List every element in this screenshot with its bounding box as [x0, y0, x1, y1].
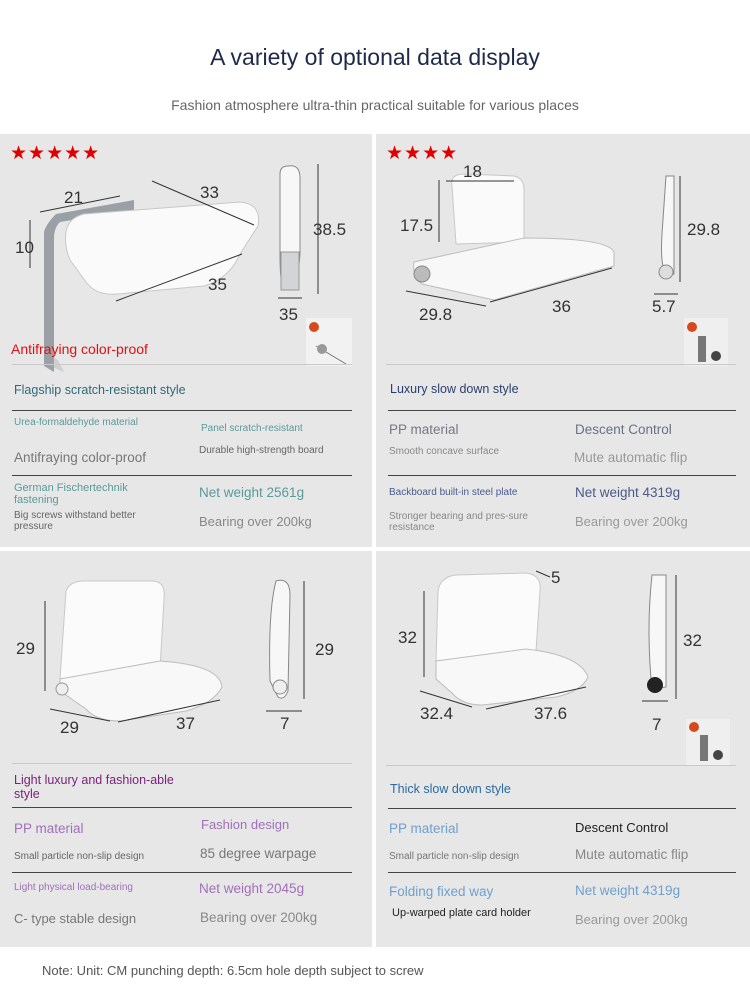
spec-cell: Panel scratch-resistant	[201, 423, 303, 434]
spec-cell: Bearing over 200kg	[199, 514, 312, 529]
spec-cell: PP material	[14, 821, 84, 836]
svg-text:7: 7	[280, 714, 289, 733]
spec-cell: Bearing over 200kg	[575, 514, 688, 529]
svg-text:36: 36	[552, 297, 571, 316]
spec-cell: Mute automatic flip	[575, 847, 689, 862]
screw-tool-icon	[306, 318, 352, 366]
spec-cell: Smooth concave surface	[389, 446, 500, 457]
spec-cell: German Fischertechnik fastening	[14, 482, 128, 506]
svg-text:37: 37	[176, 714, 195, 733]
spec-cell: Net weight 2045g	[199, 881, 305, 896]
product-panel-flagship: ★★★★★ 21 33 10 35 38.5 35 Antifraying co…	[0, 134, 372, 547]
spec-cell: Backboard built-in steel plate	[389, 487, 518, 498]
page-title: A variety of optional data display	[210, 44, 540, 70]
svg-text:5: 5	[551, 568, 560, 587]
spec-cell: Up-warped plate card holder	[392, 907, 531, 919]
spec-cell: Descent Control	[575, 422, 672, 437]
seat-illustration: 29 29 37 29 7	[16, 579, 334, 737]
spec-cell: 85 degree warpage	[200, 846, 317, 861]
product-panel-luxury: ★★★★ 18 17.5 29.8 36 29.8 5.7 Luxury slo…	[376, 134, 750, 547]
spec-cell: Folding fixed way	[389, 884, 494, 899]
spec-cell: Bearing over 200kg	[575, 912, 688, 927]
svg-text:29.8: 29.8	[687, 220, 720, 239]
spec-cell: Net weight 4319g	[575, 485, 681, 500]
footer-note: Note: Unit: CM punching depth: 6.5cm hol…	[42, 963, 424, 978]
svg-text:32: 32	[398, 628, 417, 647]
svg-text:35: 35	[279, 305, 298, 324]
screw-tool-icon	[684, 318, 728, 366]
svg-text:29: 29	[60, 718, 79, 737]
svg-text:37.6: 37.6	[534, 704, 567, 723]
spec-cell: Net weight 2561g	[199, 485, 305, 500]
red-feature-label: Antifraying color-proof	[11, 341, 148, 357]
svg-text:17.5: 17.5	[400, 216, 433, 235]
svg-text:29: 29	[16, 639, 35, 658]
spec-cell: Small particle non-slip design	[14, 851, 145, 862]
spec-cell: Urea-formaldehyde material	[14, 417, 138, 428]
svg-text:32.4: 32.4	[420, 704, 453, 723]
style-title: Light luxury and fashion-able style	[14, 773, 174, 801]
svg-text:38.5: 38.5	[313, 220, 346, 239]
spec-cell: Descent Control	[575, 820, 669, 835]
spec-cell: Light physical load-bearing	[14, 882, 133, 893]
style-title: Luxury slow down style	[390, 382, 519, 396]
product-panel-light-luxury: 29 29 37 29 7 Light luxury and fashion-a…	[0, 551, 372, 947]
dim-label: 21	[64, 188, 83, 207]
spec-cell: PP material	[389, 422, 459, 437]
spec-cell: Small particle non-slip design	[389, 851, 520, 862]
spec-cell: Big screws withstand better pressure	[14, 510, 136, 532]
spec-cell: Net weight 4319g	[575, 883, 681, 898]
spec-cell: PP material	[389, 821, 459, 836]
svg-text:32: 32	[683, 631, 702, 650]
spec-cell: Stronger bearing and pres-sure resistanc…	[389, 511, 528, 533]
rating-stars: ★★★★	[386, 143, 459, 164]
style-title: Flagship scratch-resistant style	[14, 383, 186, 397]
spec-cell: Durable high-strength board	[199, 445, 324, 456]
page-subtitle: Fashion atmosphere ultra-thin practical …	[171, 97, 579, 113]
product-panel-thick: 5 32 32.4 37.6 32 7 Thick slow down styl…	[376, 551, 750, 947]
spec-cell: C- type stable design	[14, 911, 137, 926]
rating-stars: ★★★★★	[10, 143, 101, 164]
seat-illustration: 18 17.5 29.8 36 29.8 5.7	[400, 162, 720, 324]
screw-tool-icon	[686, 719, 730, 765]
spec-cell: Fashion design	[201, 817, 290, 832]
svg-text:10: 10	[15, 238, 34, 257]
svg-text:29.8: 29.8	[419, 305, 452, 324]
svg-text:5.7: 5.7	[652, 297, 676, 316]
svg-text:33: 33	[200, 183, 219, 202]
svg-text:7: 7	[652, 715, 661, 734]
style-title: Thick slow down style	[390, 782, 511, 796]
spec-cell: Antifraying color-proof	[14, 450, 147, 465]
seat-illustration: 21 33 10 35 38.5 35	[15, 164, 346, 372]
svg-text:18: 18	[463, 162, 482, 181]
svg-text:35: 35	[208, 275, 227, 294]
spec-cell: Bearing over 200kg	[200, 910, 318, 925]
seat-illustration: 5 32 32.4 37.6 32 7	[398, 568, 702, 734]
svg-text:29: 29	[315, 640, 334, 659]
spec-cell: Mute automatic flip	[574, 450, 688, 465]
